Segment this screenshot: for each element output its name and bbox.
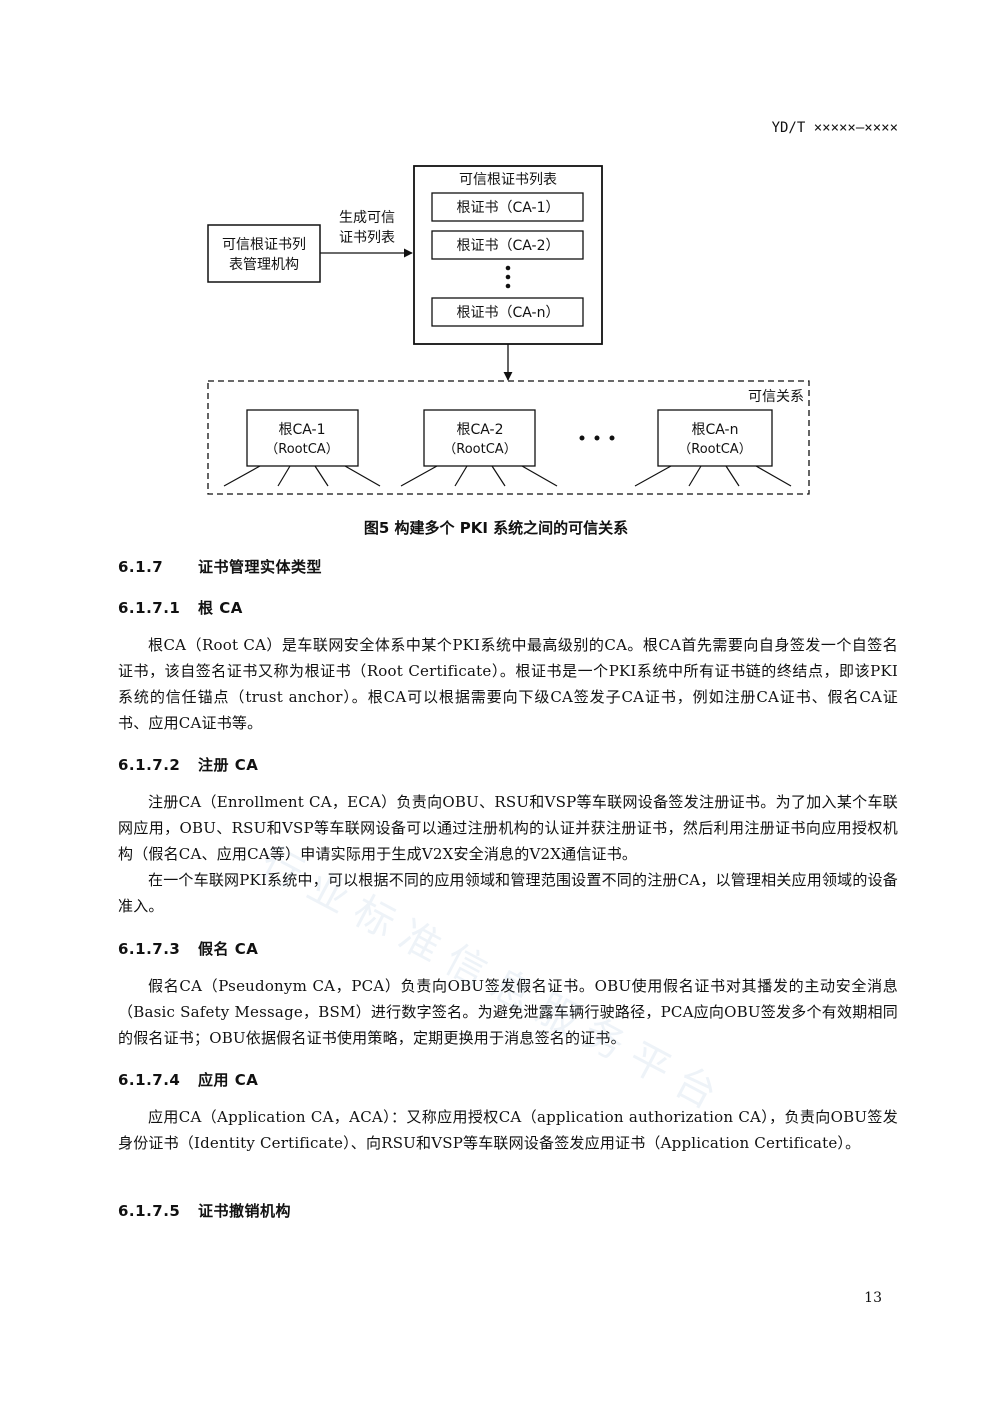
section-title: 证书管理实体类型 (198, 558, 323, 576)
branch-line (277, 465, 291, 487)
arrow-label-line2: 证书列表 (339, 230, 395, 246)
branch-line (521, 465, 558, 487)
branch-line (491, 465, 506, 487)
page-number: 13 (864, 1290, 882, 1306)
section-title: 证书撤销机构 (198, 1202, 292, 1220)
branch-line (400, 465, 438, 487)
branch-line (755, 465, 792, 487)
branch-line (725, 465, 740, 487)
root-cert-box-2 (431, 230, 584, 260)
paragraph-root-ca: 根CA（Root CA）是车联网安全体系中某个PKI系统中最高级别的CA。根CA… (118, 636, 898, 732)
branch-line (688, 465, 702, 487)
section-heading-6-1-7-1: 6.1.7.1 根 CA (118, 597, 243, 618)
ellipsis-dot (505, 265, 511, 271)
section-number: 6.1.7 (118, 558, 164, 576)
section-heading-6-1-7-4: 6.1.7.4 应用 CA (118, 1069, 258, 1090)
branch-line (454, 465, 468, 487)
figure-caption: 图5 构建多个 PKI 系统之间的可信关系 (363, 519, 629, 537)
section-heading-6-1-7: 6.1.7 证书管理实体类型 (118, 556, 322, 577)
branch-line (344, 465, 381, 487)
root-ca-sub-n: （RootCA） (678, 442, 751, 457)
section-title: 应用 CA (198, 1071, 259, 1089)
root-cert-label-2: 根证书（CA-2） (456, 238, 559, 254)
root-ca-name-n: 根CA-n (692, 422, 739, 438)
section-number: 6.1.7.2 (118, 756, 181, 774)
root-ca-sub-1: （RootCA） (265, 442, 338, 457)
root-cert-box-1 (431, 192, 584, 222)
root-cert-list-title: 可信根证书列表 (459, 172, 557, 188)
ellipsis-dot (505, 274, 511, 280)
trust-relationship-label: 可信关系 (748, 389, 804, 405)
section-number: 6.1.7.3 (118, 940, 181, 958)
root-cert-label-1: 根证书（CA-1） (456, 200, 559, 216)
paragraph-enrollment-ca-2: 在一个车联网PKI系统中，可以根据不同的应用领域和管理范围设置不同的注册CA，以… (118, 871, 898, 915)
ellipsis-dot (594, 435, 600, 441)
ellipsis-dot (579, 435, 585, 441)
authority-box (207, 224, 321, 283)
section-title: 根 CA (198, 599, 243, 617)
section-number: 6.1.7.5 (118, 1202, 181, 1220)
root-ca-box-n (657, 409, 773, 467)
section-heading-6-1-7-3: 6.1.7.3 假名 CA (118, 938, 258, 959)
ellipsis-dot (505, 283, 511, 289)
branch-line (314, 465, 329, 487)
authority-label-line2: 表管理机构 (229, 257, 299, 273)
root-ca-name-1: 根CA-1 (278, 422, 325, 438)
authority-label-line1: 可信根证书列 (222, 237, 306, 253)
document-number: YD/T ×××××—×××× (771, 120, 898, 136)
section-heading-6-1-7-5: 6.1.7.5 证书撤销机构 (118, 1200, 291, 1221)
paragraph-pseudonym-ca: 假名CA（Pseudonym CA，PCA）负责向OBU签发假名证书。OBU使用… (118, 977, 898, 1047)
root-ca-sub-2: （RootCA） (443, 442, 516, 457)
paragraph-application-ca: 应用CA（Application CA，ACA）：又称应用授权CA（applic… (118, 1108, 898, 1152)
root-cert-box-n (431, 297, 584, 327)
ellipsis-dot (609, 435, 615, 441)
section-number: 6.1.7.1 (118, 599, 181, 617)
root-cert-label-n: 根证书（CA-n） (457, 305, 560, 321)
root-ca-box-2 (423, 409, 536, 467)
arrow-label-line1: 生成可信 (339, 210, 395, 226)
trust-relationship-diagram: 可信根证书列 表管理机构 生成可信 证书列表 可信根证书列表 根证书（CA-1）… (207, 165, 810, 495)
section-title: 注册 CA (198, 756, 259, 774)
branch-line (634, 465, 672, 487)
trust-relationship-box (207, 380, 810, 495)
branch-line (223, 465, 261, 487)
root-ca-box-1 (246, 409, 359, 467)
section-heading-6-1-7-2: 6.1.7.2 注册 CA (118, 754, 258, 775)
paragraph-enrollment-ca: 注册CA（Enrollment CA，ECA）负责向OBU、RSU和VSP等车联… (118, 793, 898, 863)
root-ca-name-2: 根CA-2 (456, 422, 503, 438)
section-title: 假名 CA (198, 940, 259, 958)
section-number: 6.1.7.4 (118, 1071, 181, 1089)
